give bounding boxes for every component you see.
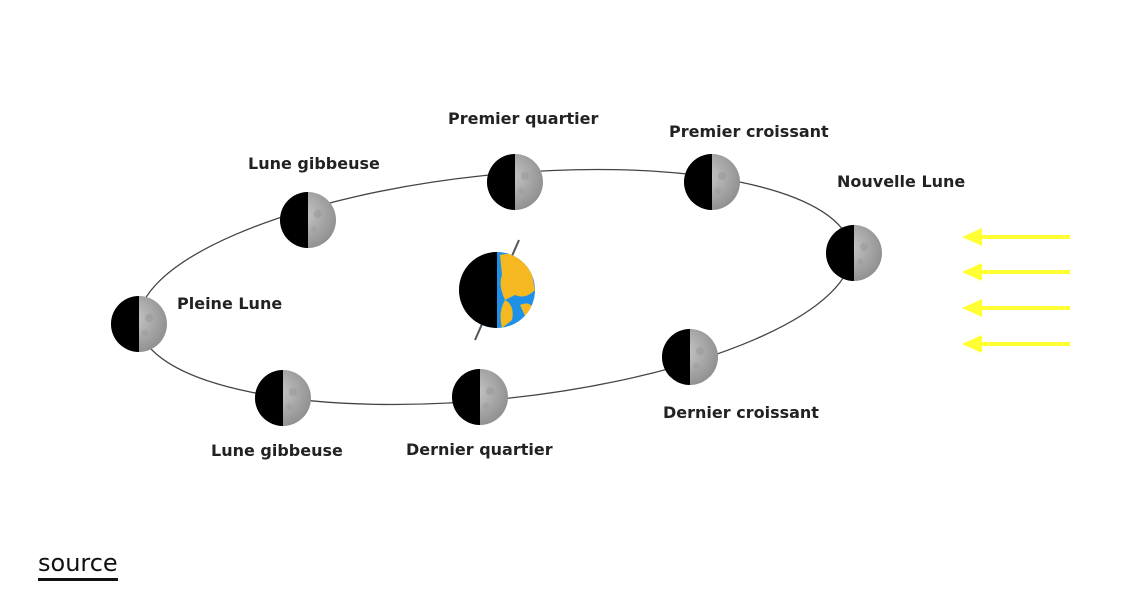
label-lune-gibbeuse-bottom: Lune gibbeuse <box>211 441 343 460</box>
label-premier-croissant: Premier croissant <box>669 122 829 141</box>
moon-lune-gibbeuse-bottom <box>255 370 311 426</box>
earth <box>459 239 535 341</box>
moon-pleine-lune <box>111 296 167 352</box>
label-premier-quartier: Premier quartier <box>448 109 598 128</box>
moon-nouvelle-lune <box>826 225 882 281</box>
sunlight-arrow <box>962 228 1070 246</box>
label-nouvelle-lune: Nouvelle Lune <box>837 172 965 191</box>
source-link[interactable]: source <box>38 550 118 581</box>
sunlight-arrow <box>962 263 1070 281</box>
sunlight-arrows <box>962 228 1070 353</box>
label-dernier-croissant: Dernier croissant <box>663 403 819 422</box>
label-pleine-lune: Pleine Lune <box>177 294 282 313</box>
label-dernier-quartier: Dernier quartier <box>406 440 553 459</box>
moon-premier-quartier <box>487 154 543 210</box>
moon-premier-croissant <box>684 154 740 210</box>
sunlight-arrow <box>962 335 1070 353</box>
moon-dernier-croissant <box>662 329 718 385</box>
sunlight-arrow <box>962 299 1070 317</box>
moon-lune-gibbeuse-top <box>280 192 336 248</box>
moon-dernier-quartier <box>452 369 508 425</box>
label-lune-gibbeuse-top: Lune gibbeuse <box>248 154 380 173</box>
